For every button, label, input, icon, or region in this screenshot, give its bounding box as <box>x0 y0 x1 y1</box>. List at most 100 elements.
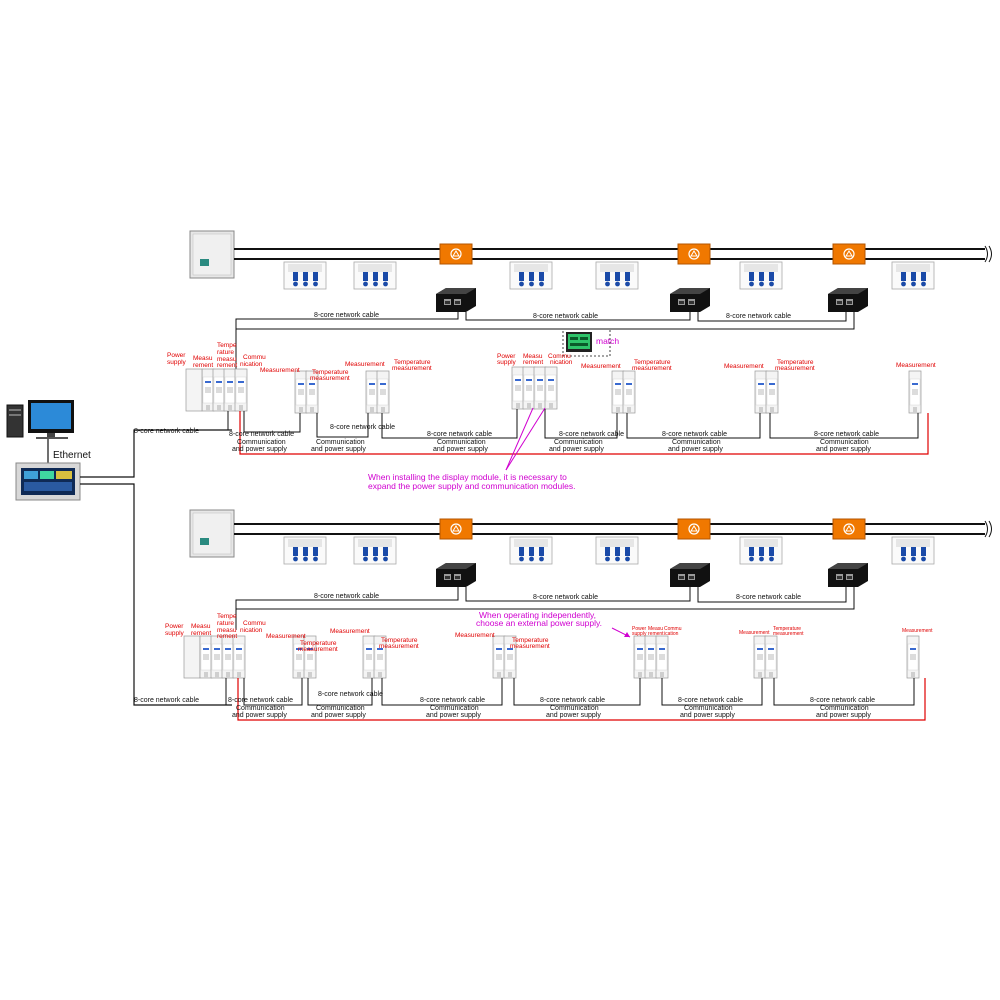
label-communication: Commu <box>243 620 266 627</box>
label-power: Power <box>165 623 184 630</box>
label-temperature: Tempe <box>217 613 237 620</box>
comm-label: Communication <box>820 439 869 446</box>
comm-label: and power supply <box>680 712 735 719</box>
label-temperature: Temperature <box>777 359 814 366</box>
orange-cable-connector-icon <box>677 243 711 265</box>
section-2: 8-core network cable 8-core network cabl… <box>134 509 992 721</box>
trunk-cable-1 <box>80 429 232 478</box>
comm-label: and power supply <box>232 712 287 719</box>
comm-label: and power supply <box>816 446 871 453</box>
communication-module <box>232 635 246 679</box>
label-temperature: measurement <box>392 365 432 372</box>
communication-module <box>234 368 248 412</box>
label-communication: nication <box>240 361 263 368</box>
measurement-module <box>908 370 922 414</box>
label-measurement: Measurement <box>455 632 495 639</box>
cable-label: 8-core network cable <box>228 697 293 704</box>
touch-screen-panel-icon <box>15 462 81 501</box>
label-power: Power <box>167 352 186 359</box>
temperature-module <box>764 635 778 679</box>
label-power: supply <box>165 630 185 637</box>
measurement-module <box>492 635 506 679</box>
display-module-icon <box>566 332 592 352</box>
cable-label: 8-core network cable <box>814 431 879 438</box>
power-line <box>239 411 929 455</box>
comm-label: and power supply <box>426 712 481 719</box>
cable-label: 8-core network cable <box>314 593 379 600</box>
blue-breaker-block-icon <box>739 261 783 290</box>
label-temperature: measurement <box>632 365 672 372</box>
measurement-module <box>365 370 379 414</box>
orange-cable-connector-icon <box>439 518 473 540</box>
cable-label: 8-core network cable <box>314 312 379 319</box>
network-switch-icon <box>670 563 710 587</box>
label-measurement: Measurement <box>345 361 385 368</box>
temperature-module <box>221 635 235 679</box>
network-switch-icon <box>436 288 476 312</box>
measurement-module <box>294 370 308 414</box>
power-supply-module <box>199 635 213 679</box>
label-measurement: Measu <box>523 353 543 360</box>
label-temperature: Temperature <box>312 369 349 376</box>
label-measurement: Measurement <box>266 633 306 640</box>
cable-label: 8-core network cable <box>427 431 492 438</box>
cable-label: 8-core network cable <box>229 431 294 438</box>
measurement-module <box>611 370 625 414</box>
blue-breaker-block-icon <box>891 536 935 565</box>
label-communication: nication <box>240 627 263 634</box>
temperature-module <box>765 370 779 414</box>
label-temperature: Tempe <box>217 342 237 349</box>
label-measurement: Measurement <box>330 628 370 635</box>
blue-breaker-block-icon <box>509 536 553 565</box>
measurement-module <box>644 635 658 679</box>
label-power: supply <box>497 359 517 366</box>
comm-label: and power supply <box>816 712 871 719</box>
cable-label: 8-core network cable <box>330 424 395 431</box>
comm-label: Communication <box>437 439 486 446</box>
blue-breaker-block-icon <box>353 536 397 565</box>
label-power: Power <box>497 353 516 360</box>
label-communication: Commu <box>664 626 682 632</box>
label-measurement: Measurement <box>724 363 764 370</box>
label-temperature: rement <box>217 362 237 369</box>
label-measurement: Measurement <box>896 362 936 369</box>
comm-label: Communication <box>820 705 869 712</box>
blue-breaker-block-icon <box>595 261 639 290</box>
label-measurement: Measu <box>193 355 213 362</box>
comm-label: Communication <box>554 439 603 446</box>
comm-label: and power supply <box>232 446 287 453</box>
blue-breaker-block-icon <box>891 261 935 290</box>
trunk-cable-2 <box>80 483 232 706</box>
label-power: Power <box>632 626 647 632</box>
communication-module <box>544 366 558 410</box>
desktop-computer-icon <box>6 400 74 439</box>
communication-module <box>533 366 547 410</box>
cable-label: 8-core network cable <box>533 313 598 320</box>
label-measurement: Measurement <box>902 628 933 634</box>
measurement-module <box>212 368 226 412</box>
cable-label: 8-core network cable <box>726 313 791 320</box>
temperature-module <box>622 370 636 414</box>
label-temperature: Temperature <box>381 637 418 644</box>
label-measurement: Measurement <box>581 363 621 370</box>
distribution-cabinet-icon <box>189 230 235 279</box>
label-temperature: Temperature <box>773 626 801 632</box>
measurement-module <box>754 370 768 414</box>
label-measurement: Measu <box>191 623 211 630</box>
measurement-module <box>362 635 376 679</box>
blue-breaker-block-icon <box>595 536 639 565</box>
measurement-module <box>753 635 767 679</box>
orange-cable-connector-icon <box>832 518 866 540</box>
measurement-module <box>906 635 920 679</box>
comm-label: and power supply <box>311 712 366 719</box>
blue-breaker-block-icon <box>739 536 783 565</box>
orange-cable-connector-icon <box>439 243 473 265</box>
cable-label: 8-core network cable <box>533 594 598 601</box>
distribution-cabinet-icon <box>189 509 235 558</box>
power-supply-module <box>511 366 525 410</box>
comm-label: Communication <box>430 705 479 712</box>
blue-breaker-block-icon <box>353 261 397 290</box>
independent-note: When operating independently, <box>479 610 596 620</box>
label-temperature: measurement <box>510 643 550 650</box>
